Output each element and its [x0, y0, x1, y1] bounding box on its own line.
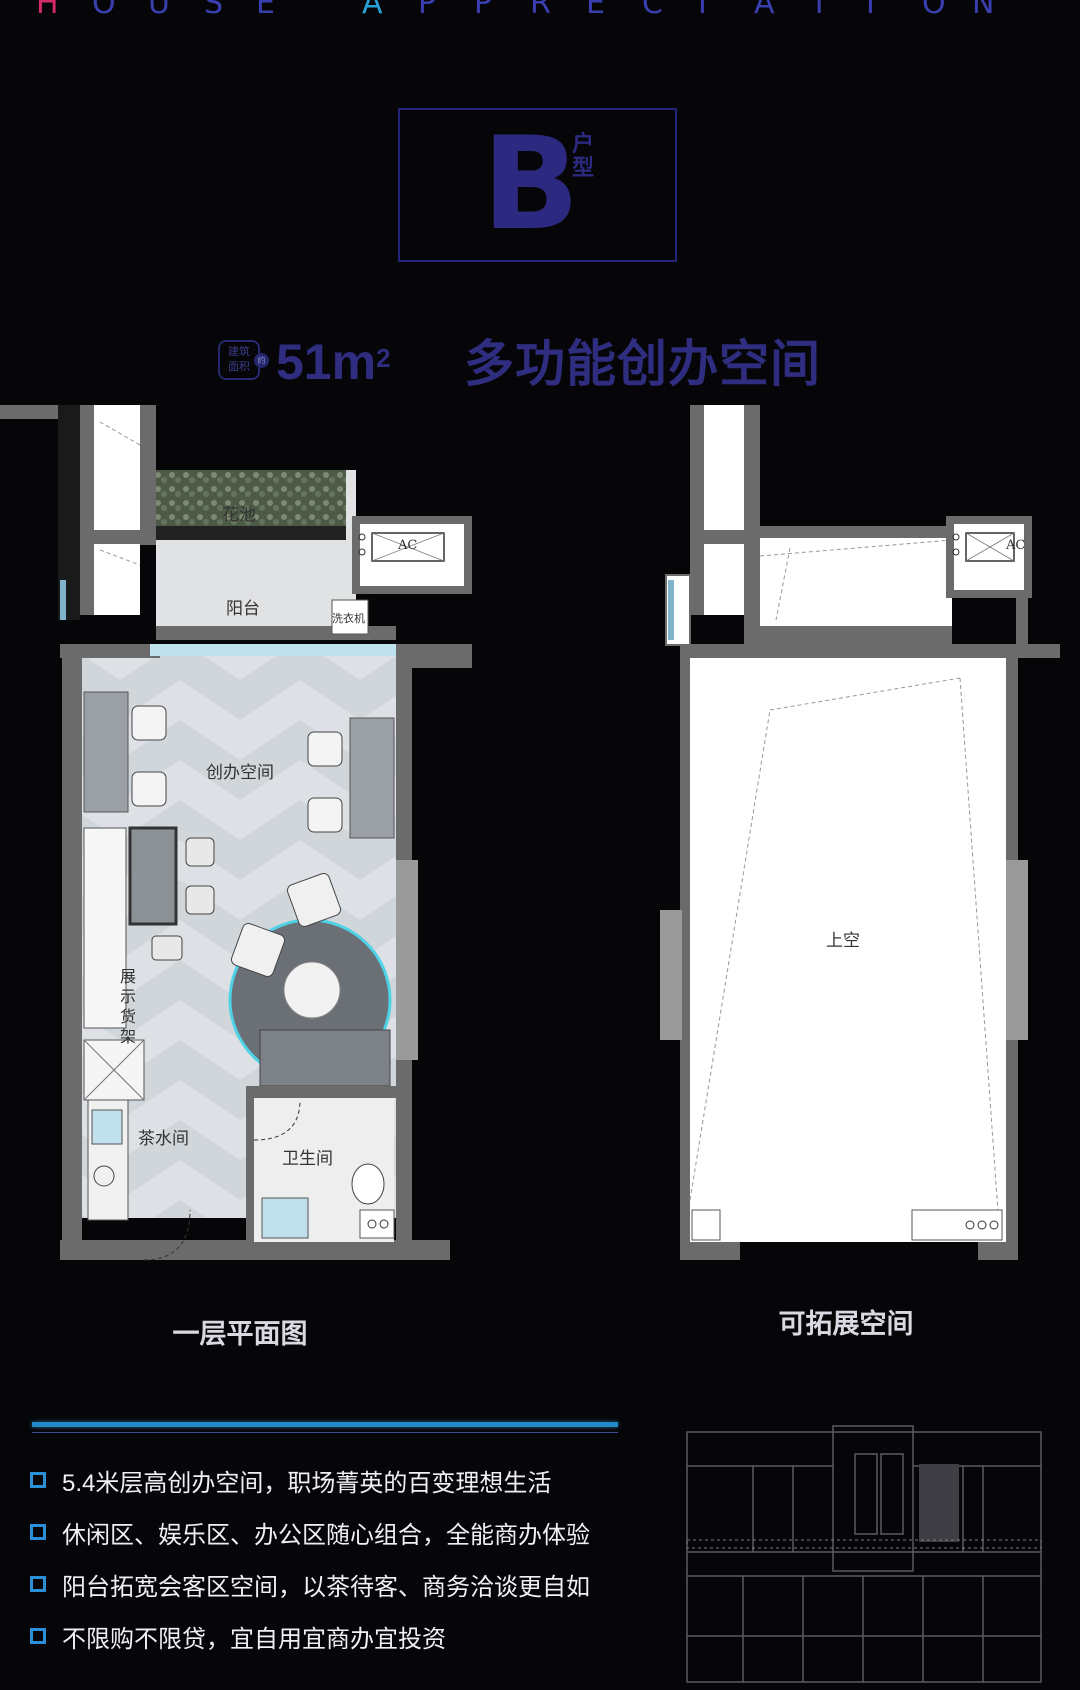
feature-item-1: 5.4米层高创办空间，职场菁英的百变理想生活	[30, 1460, 551, 1500]
ground-floor-plan-drawing	[0, 405, 472, 1261]
header-letter: A	[754, 0, 775, 21]
room-label-balcony: 阳台	[226, 599, 260, 618]
expandable-space-plan-drawing	[660, 405, 1060, 1260]
header-letter: I	[866, 0, 875, 21]
room-label-tea-room: 茶水间	[138, 1129, 189, 1148]
header-letter: A	[362, 0, 383, 21]
header-letter: I	[698, 0, 707, 21]
area-approx-symbol: 约	[254, 353, 269, 368]
expandable-space-caption: 可拓展空间	[778, 1309, 914, 1339]
unit-type-badge: B 户型	[398, 108, 677, 262]
header-letter: P	[474, 0, 493, 21]
feature-text: 阳台拓宽会客区空间，以茶待客、商务洽谈更自如	[62, 1573, 590, 1601]
feature-item-3: 阳台拓宽会客区空间，以茶待客、商务洽谈更自如	[30, 1564, 590, 1604]
feature-divider-thin	[32, 1432, 618, 1433]
room-label-startup-space: 创办空间	[206, 763, 274, 782]
area-number: 51m	[276, 334, 377, 390]
room-label-ac-2: AC	[1006, 538, 1026, 553]
unit-title: 多功能创办空间	[464, 336, 821, 392]
header-letter: S	[204, 0, 224, 21]
header-letter: O	[922, 0, 946, 21]
header-letter: N	[972, 0, 995, 21]
header-letter: P	[418, 0, 437, 21]
room-label-display-shelf: 展示货架	[120, 969, 137, 1046]
feature-item-2: 休闲区、娱乐区、办公区随心组合，全能商办体验	[30, 1512, 590, 1552]
feature-divider	[32, 1422, 618, 1427]
bullet-square-icon	[30, 1472, 46, 1488]
area-tag-line2: 面积	[228, 361, 250, 373]
feature-text: 5.4米层高创办空间，职场菁英的百变理想生活	[62, 1469, 552, 1497]
area-superscript: 2	[376, 343, 391, 373]
room-label-ac: AC	[398, 538, 418, 553]
header-letter: U	[148, 0, 170, 21]
room-label-flower-bed: 花池	[222, 505, 256, 524]
area-tag-line1: 建筑	[228, 346, 250, 358]
ground-floor-plan: 花池 阳台 洗衣机 AC 创办空间 展示货架 茶水间 卫生间	[0, 400, 480, 1270]
header-letter: H	[36, 0, 59, 21]
ground-floor-caption: 一层平面图	[172, 1319, 308, 1349]
bullet-square-icon	[30, 1524, 46, 1540]
unit-type-suffix: 户型	[572, 131, 595, 180]
unit-type-letter: B	[482, 110, 580, 259]
header-letter: C	[642, 0, 663, 21]
feature-item-4: 不限购不限贷，宜自用宜商办宜投资	[30, 1616, 446, 1656]
feature-text: 不限购不限贷，宜自用宜商办宜投资	[62, 1625, 446, 1653]
building-key-plan	[683, 1424, 1045, 1685]
bullet-square-icon	[30, 1628, 46, 1644]
bullet-square-icon	[30, 1576, 46, 1592]
feature-text: 休闲区、娱乐区、办公区随心组合，全能商办体验	[62, 1521, 590, 1549]
room-label-washer: 洗衣机	[332, 613, 365, 625]
area-value: 51m2	[276, 332, 391, 392]
header-letter: O	[92, 0, 116, 21]
room-label-void: 上空	[826, 931, 860, 950]
room-label-bathroom: 卫生间	[282, 1149, 333, 1168]
expandable-space-plan: AC 上空	[660, 400, 1060, 1270]
header-letter: E	[586, 0, 605, 21]
header-letter: T	[810, 0, 829, 21]
header-letter: E	[256, 0, 275, 21]
header-letter: R	[530, 0, 551, 21]
